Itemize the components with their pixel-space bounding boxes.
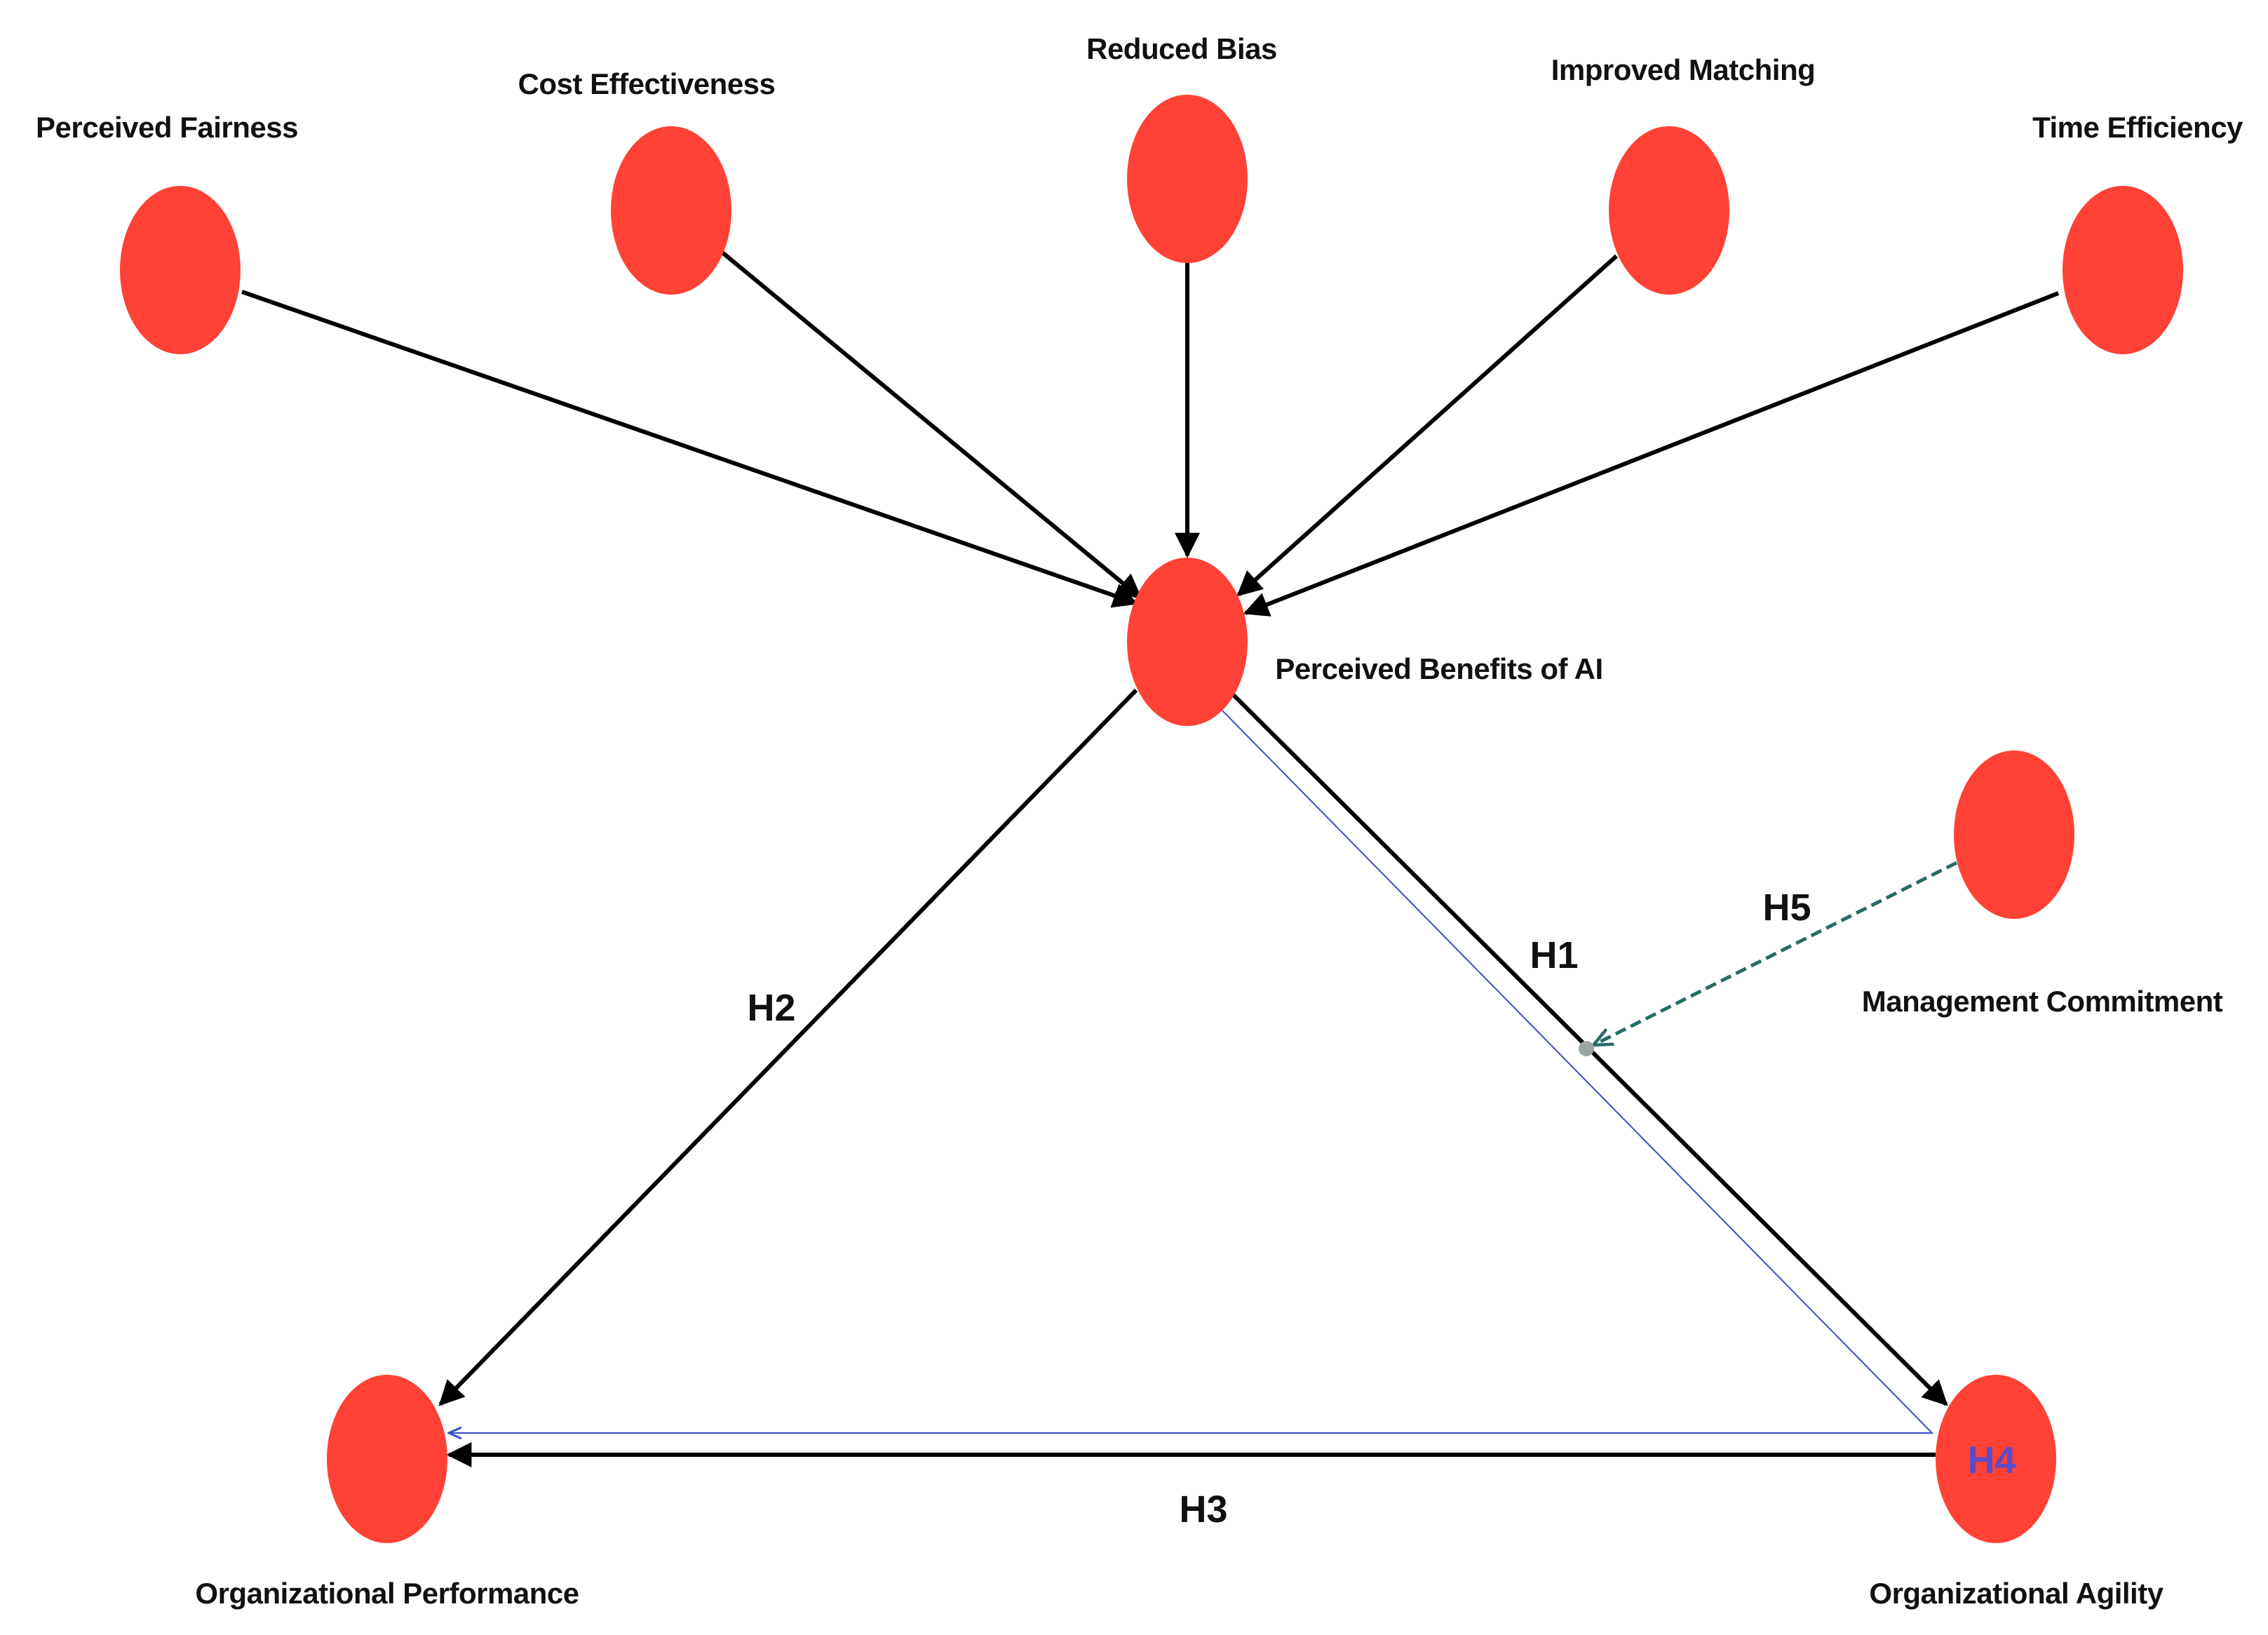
edge-cost-to-benefits bbox=[721, 250, 1142, 600]
node-perceived-fairness bbox=[120, 186, 241, 354]
label-improved-matching: Improved Matching bbox=[1551, 53, 1816, 86]
edge-h5-moderation bbox=[1593, 861, 1958, 1045]
node-organizational-agility bbox=[1936, 1375, 2056, 1543]
hypothesis-h2: H2 bbox=[747, 987, 795, 1029]
edge-matching-to-benefits bbox=[1236, 254, 1619, 597]
label-perceived-benefits: Perceived Benefits of AI bbox=[1275, 652, 1602, 685]
label-time-efficiency: Time Efficiency bbox=[2032, 111, 2243, 144]
node-improved-matching bbox=[1609, 126, 1729, 295]
label-perceived-fairness: Perceived Fairness bbox=[36, 111, 298, 144]
label-cost-effectiveness: Cost Effectiveness bbox=[518, 67, 776, 100]
edge-h4-mediation-path bbox=[449, 708, 1934, 1433]
moderation-junction-dot bbox=[1579, 1041, 1594, 1056]
label-organizational-performance: Organizational Performance bbox=[195, 1577, 579, 1610]
edge-h2-benefits-to-performance bbox=[438, 688, 1138, 1406]
node-cost-effectiveness bbox=[611, 126, 731, 295]
label-organizational-agility: Organizational Agility bbox=[1869, 1577, 2164, 1610]
hypothesis-h3: H3 bbox=[1179, 1488, 1227, 1530]
hypothesis-h1: H1 bbox=[1530, 934, 1578, 976]
hypothesis-h5: H5 bbox=[1762, 887, 1811, 929]
label-reduced-bias: Reduced Bias bbox=[1086, 32, 1277, 65]
node-reduced-bias bbox=[1127, 95, 1248, 263]
edge-fairness-to-benefits bbox=[241, 290, 1139, 608]
node-perceived-benefits bbox=[1127, 558, 1248, 726]
node-organizational-performance bbox=[327, 1375, 447, 1543]
node-time-efficiency bbox=[2063, 186, 2183, 354]
node-management-commitment bbox=[1954, 751, 2074, 919]
hypothesis-h4: H4 bbox=[1967, 1439, 2016, 1481]
edge-time-to-benefits bbox=[1243, 291, 2060, 617]
label-management-commitment: Management Commitment bbox=[1862, 985, 2223, 1018]
